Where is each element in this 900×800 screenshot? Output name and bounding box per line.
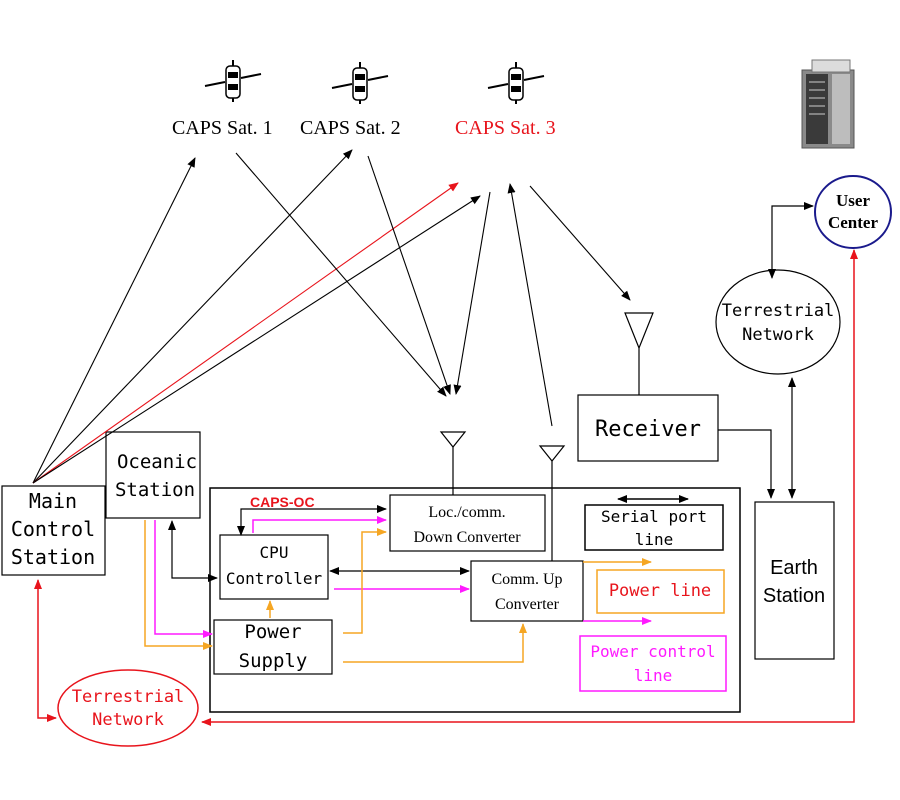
- svg-text:User: User: [836, 191, 870, 210]
- svg-text:Converter: Converter: [495, 596, 560, 613]
- svg-text:Terrestrial: Terrestrial: [722, 301, 835, 321]
- power-lines: [144, 520, 527, 663]
- receiver-box: Receiver: [577, 394, 719, 462]
- main-control-station-box: Main Control Station: [1, 485, 106, 576]
- svg-text:Main: Main: [29, 489, 77, 513]
- svg-text:Comm. Up: Comm. Up: [491, 571, 562, 588]
- oceanic-station-box: Oceanic Station: [105, 431, 201, 519]
- antenna-icon: [439, 431, 467, 495]
- power-control-lines: [154, 516, 470, 638]
- down-converter-box: Loc./comm. Down Converter: [389, 494, 546, 552]
- sat2-label: CAPS Sat. 2: [300, 117, 401, 139]
- up-converter-box: Comm. Up Converter: [470, 560, 584, 622]
- antenna-icon: [624, 312, 654, 395]
- svg-text:Network: Network: [92, 710, 164, 730]
- user-center: User Center: [814, 175, 892, 249]
- sat1-label: CAPS Sat. 1: [172, 117, 273, 139]
- svg-text:Power line: Power line: [609, 581, 711, 601]
- satellite-icon: [204, 59, 262, 103]
- svg-text:Power control: Power control: [590, 642, 715, 661]
- svg-text:Earth: Earth: [770, 557, 818, 579]
- caps-oc-label: CAPS-OC: [250, 494, 315, 510]
- svg-text:Station: Station: [115, 479, 195, 501]
- svg-text:Oceanic: Oceanic: [117, 451, 197, 473]
- svg-text:Station: Station: [11, 545, 95, 569]
- legend-power-control-line: Power control line: [579, 617, 727, 692]
- red-network-links: [34, 249, 858, 726]
- svg-text:Controller: Controller: [226, 569, 323, 588]
- svg-text:CPU: CPU: [260, 543, 289, 562]
- svg-text:Down Converter: Down Converter: [413, 529, 521, 546]
- terrestrial-network-top: Terrestrial Network: [715, 269, 841, 375]
- svg-text:Supply: Supply: [239, 650, 308, 672]
- svg-text:Loc./comm.: Loc./comm.: [428, 504, 505, 521]
- svg-text:Receiver: Receiver: [595, 417, 701, 442]
- satellite-icon: [487, 61, 545, 105]
- svg-text:Station: Station: [763, 585, 825, 607]
- legend-serial-port: Serial port line: [584, 495, 724, 551]
- svg-text:Terrestrial: Terrestrial: [72, 687, 185, 707]
- svg-text:Network: Network: [742, 325, 814, 345]
- serial-port-lines: [168, 505, 470, 582]
- svg-text:line: line: [634, 666, 673, 685]
- satellite-icon: [331, 61, 389, 105]
- earth-station-box: Earth Station: [754, 501, 835, 660]
- cpu-controller-box: CPU Controller: [219, 534, 329, 600]
- legend-power-line: Power line: [583, 558, 725, 614]
- server-icon: [801, 59, 855, 149]
- terrestrial-network-bottom: Terrestrial Network: [57, 669, 199, 747]
- svg-text:line: line: [635, 530, 674, 549]
- svg-text:Center: Center: [828, 213, 878, 232]
- svg-text:Control: Control: [11, 517, 95, 541]
- svg-text:Power: Power: [244, 621, 301, 643]
- svg-text:Serial port: Serial port: [601, 507, 707, 526]
- sat3-label: CAPS Sat. 3: [455, 117, 556, 139]
- power-supply-box: Power Supply: [213, 619, 333, 675]
